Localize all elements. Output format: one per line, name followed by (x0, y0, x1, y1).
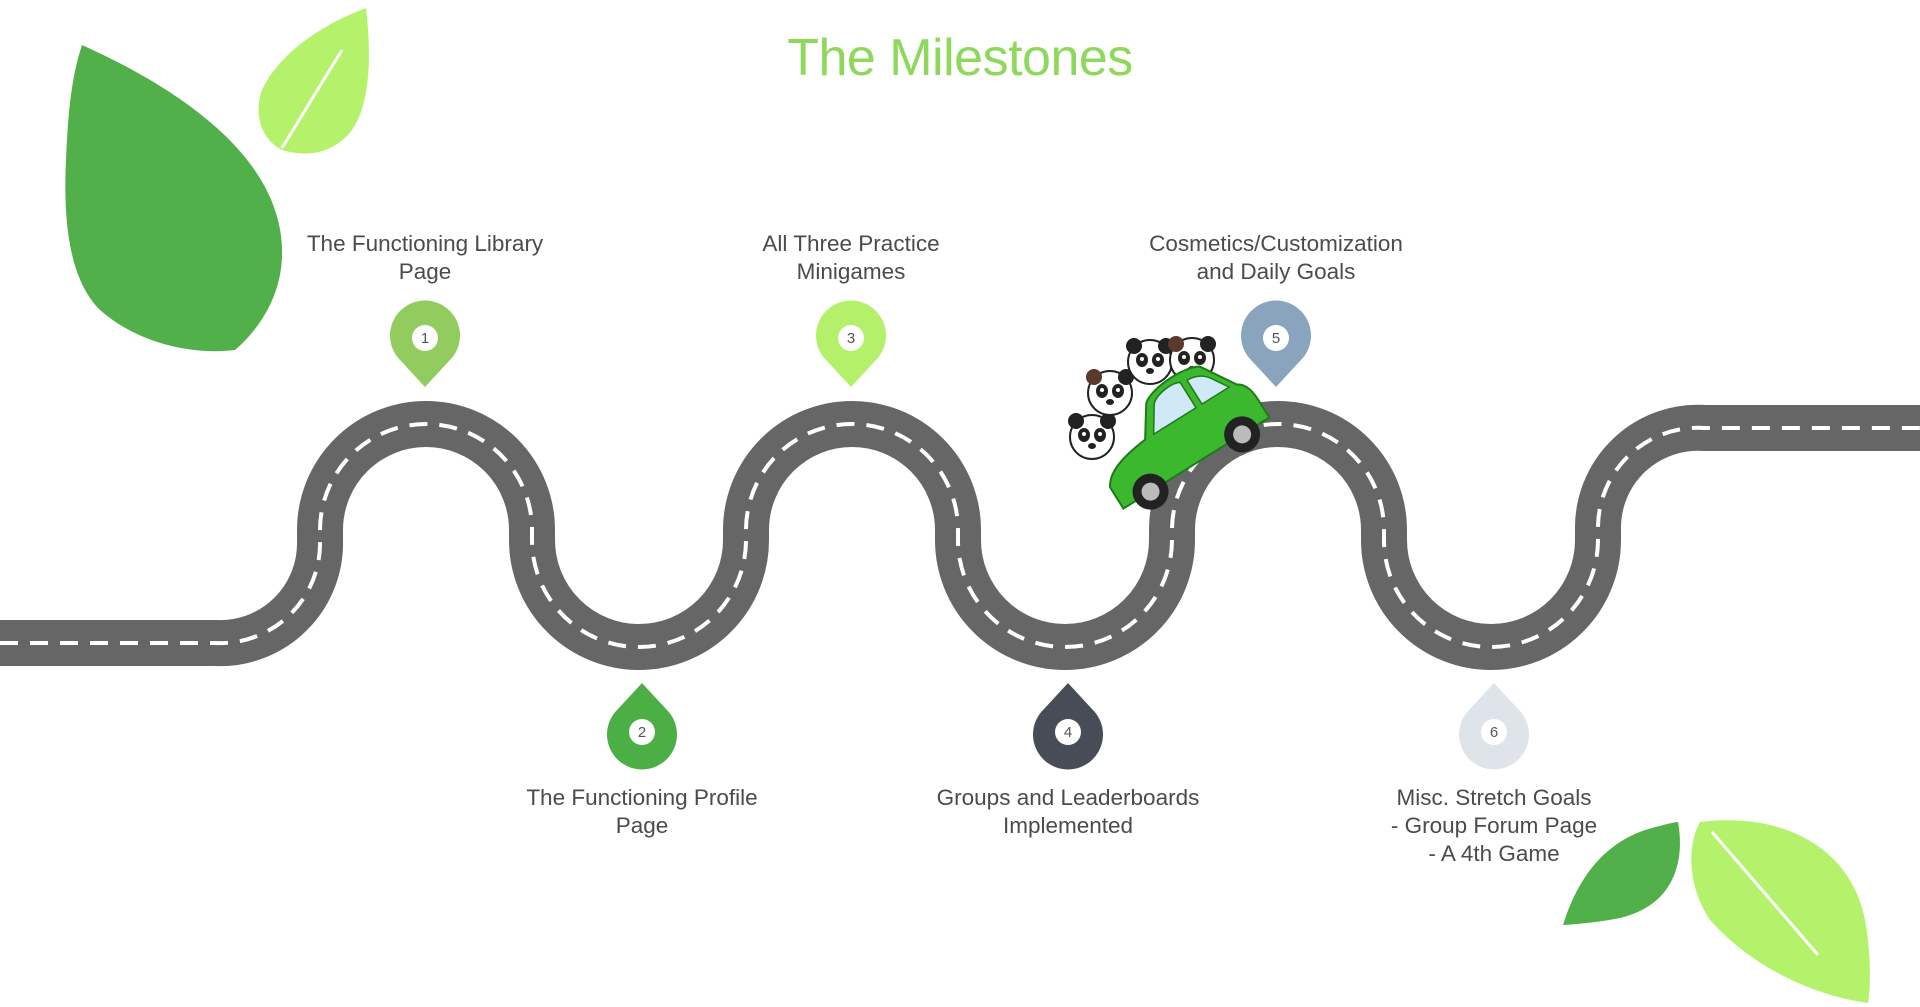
milestone-label-6: Misc. Stretch Goals - Group Forum Page -… (1390, 785, 1598, 866)
road-center-dashes (0, 422, 1920, 649)
milestone-pin-6: 6 (1459, 683, 1529, 770)
milestone-label-4: Groups and Leaderboards Implemented (936, 785, 1200, 838)
milestone-pin-1: 1 (390, 300, 460, 387)
leaf-bottom-right-dark (1563, 822, 1680, 925)
milestone-number-6: 6 (1490, 724, 1498, 741)
panda-icon (1086, 369, 1134, 416)
milestone-number-2: 2 (638, 724, 646, 741)
milestone-number-3: 3 (847, 330, 855, 347)
leaf-top-left-large (65, 45, 283, 352)
milestone-pin-5: 5 (1241, 300, 1311, 387)
green-car-icon (1109, 365, 1271, 510)
milestone-pin-2: 2 (607, 683, 677, 770)
panda-icon (1126, 338, 1174, 385)
milestone-pins: 1 2 3 4 5 (390, 300, 1529, 770)
leaf-bottom-right-light (1691, 820, 1870, 1003)
panda-icon (1068, 413, 1116, 460)
milestone-label-1: The Functioning Library Page (306, 231, 544, 284)
milestone-label-3: All Three Practice Minigames (762, 231, 940, 284)
milestone-pin-3: 3 (816, 300, 886, 387)
milestone-label-2: The Functioning Profile Page (526, 785, 758, 838)
milestone-number-1: 1 (421, 330, 429, 347)
milestone-label-5: Cosmetics/Customization and Daily Goals (1149, 231, 1403, 284)
winding-road (0, 401, 1920, 670)
milestone-number-5: 5 (1272, 330, 1280, 347)
milestone-number-4: 4 (1064, 724, 1072, 741)
leaf-top-left-small (258, 8, 369, 154)
milestone-pin-4: 4 (1033, 683, 1103, 770)
page-title: The Milestones (787, 29, 1133, 87)
